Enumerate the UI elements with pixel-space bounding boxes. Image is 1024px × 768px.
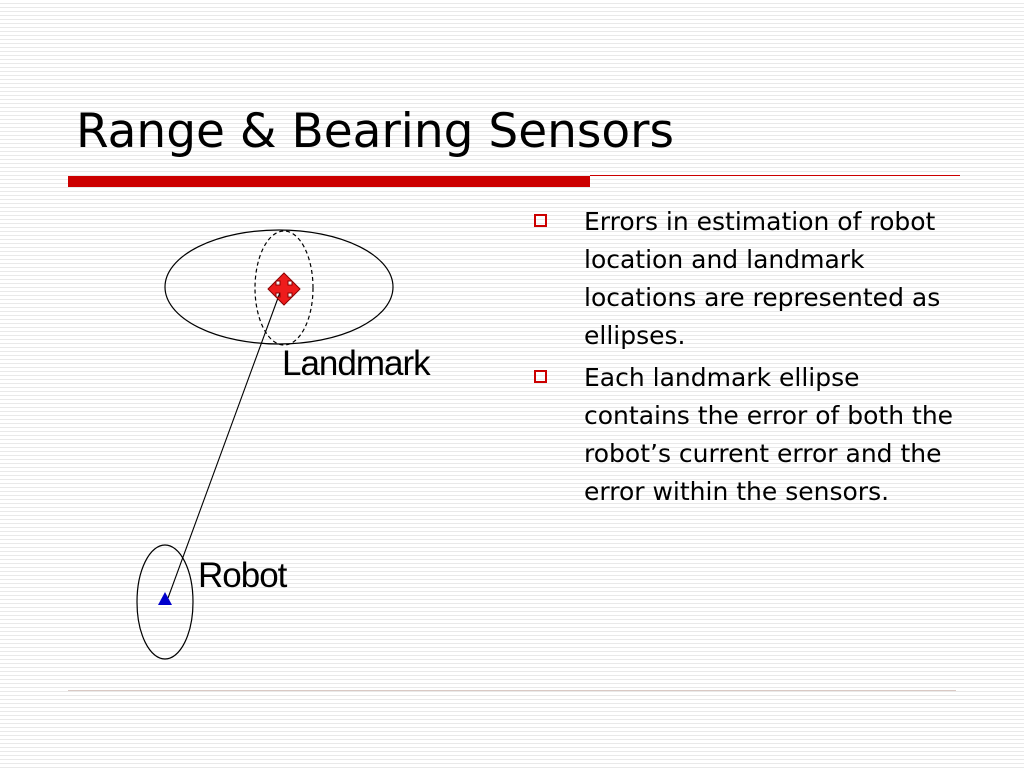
footer-rule	[68, 690, 956, 691]
range-bearing-line	[167, 286, 283, 599]
title-underline-thin	[590, 175, 960, 176]
sensor-error-ellipse	[254, 230, 314, 346]
bullet-text: Each landmark ellipse contains the error…	[584, 363, 954, 506]
bullet-item: Each landmark ellipse contains the error…	[532, 359, 962, 511]
bullet-text: Errors in estimation of robot location a…	[584, 207, 941, 350]
bullet-item: Errors in estimation of robot location a…	[532, 203, 962, 355]
hollow-square-bullet-icon	[534, 370, 547, 383]
robot-label: Robot	[198, 556, 287, 595]
landmark-marker-icon	[267, 272, 301, 306]
bullet-list: Errors in estimation of robot location a…	[532, 203, 962, 515]
robot-error-ellipse	[136, 544, 194, 660]
hollow-square-bullet-icon	[534, 214, 547, 227]
landmark-label: Landmark	[282, 344, 431, 383]
title-underline-thick	[68, 176, 590, 187]
landmark-error-ellipse	[164, 229, 394, 345]
slide-title: Range & Bearing Sensors	[76, 104, 674, 159]
robot-marker-icon	[158, 592, 172, 605]
